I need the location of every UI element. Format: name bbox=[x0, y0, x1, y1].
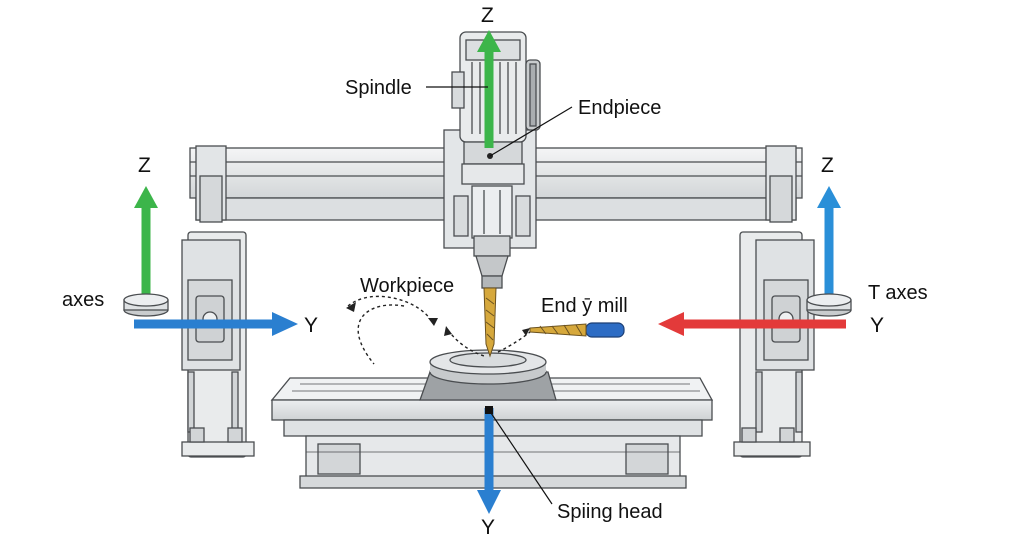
z-axis-arrow-left bbox=[134, 186, 158, 300]
label-workpiece: Workpiece bbox=[360, 275, 454, 297]
leader-lines bbox=[426, 86, 573, 505]
label-endpiece: Endpiece bbox=[578, 97, 661, 119]
axis-letter-right-y: Y bbox=[870, 314, 884, 337]
axis-letter-left-y: Y bbox=[304, 314, 318, 337]
label-end-mill: End ȳ mill bbox=[541, 295, 628, 317]
axis-letter-left-z: Z bbox=[138, 154, 151, 177]
rotary-fixture bbox=[419, 349, 557, 401]
z-axis-arrow-right bbox=[817, 186, 841, 300]
motion-arrowheads bbox=[346, 302, 530, 336]
label-axes-right: T axes bbox=[868, 282, 928, 304]
motion-paths bbox=[347, 295, 531, 365]
right-column bbox=[733, 231, 815, 458]
label-axes-left: axes bbox=[62, 289, 104, 311]
left-column bbox=[181, 231, 255, 458]
axis-letter-top-z: Z bbox=[481, 4, 494, 27]
axis-pucks bbox=[123, 293, 852, 317]
axis-letter-bottom-y: Y bbox=[481, 516, 495, 536]
label-spindle: Spindle bbox=[345, 77, 412, 99]
label-spiing-head: Spiing head bbox=[557, 501, 663, 523]
y-axis-arrow-left bbox=[134, 312, 298, 336]
axis-letter-right-z: Z bbox=[821, 154, 834, 177]
z-axis-arrow-top bbox=[477, 30, 501, 148]
y-axis-arrow-right bbox=[658, 312, 846, 336]
spindle-end-mill bbox=[483, 287, 497, 358]
end-mill-tool bbox=[529, 322, 625, 338]
